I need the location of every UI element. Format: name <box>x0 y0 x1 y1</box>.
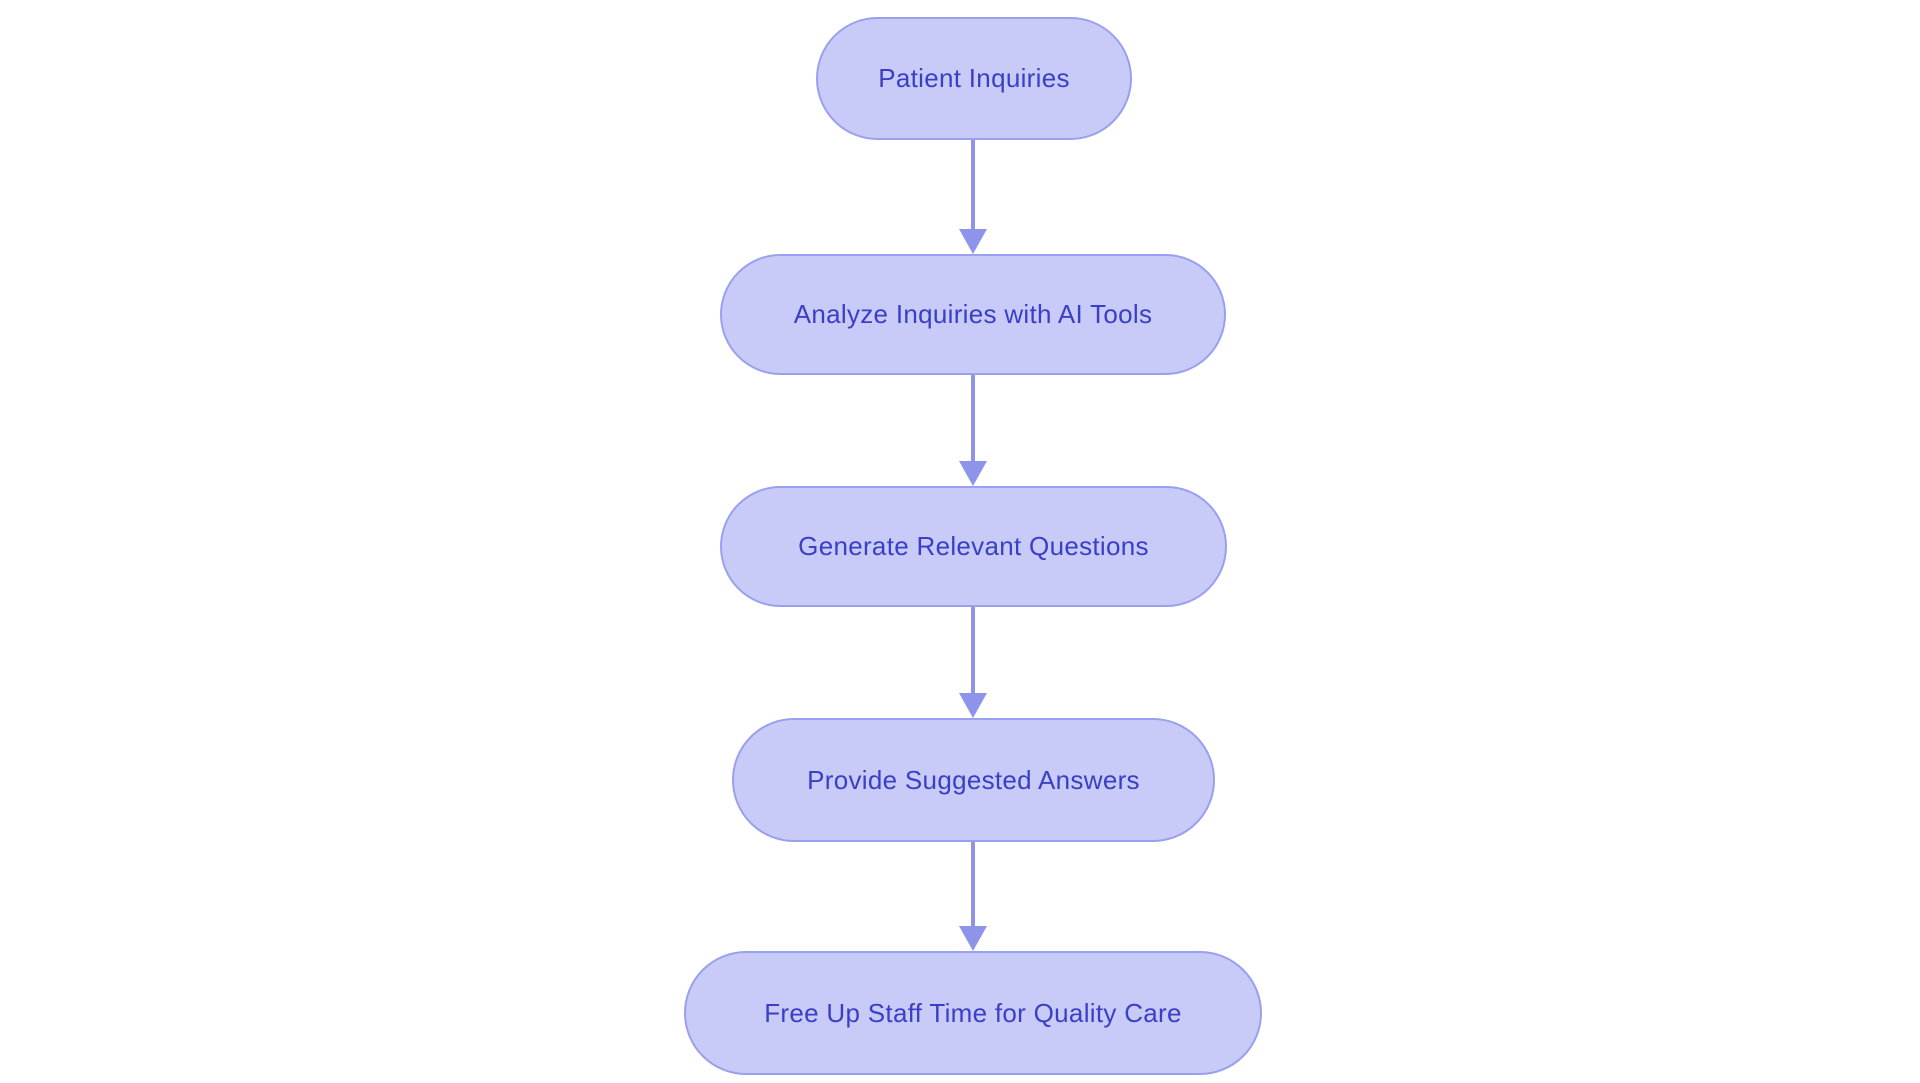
flow-node-provide-suggested-answers: Provide Suggested Answers <box>732 718 1215 842</box>
flow-node-generate-relevant-questions: Generate Relevant Questions <box>720 486 1227 607</box>
arrowhead-down <box>959 461 987 486</box>
flow-arrow-1 <box>959 140 987 254</box>
flow-arrow-3 <box>959 607 987 718</box>
flow-arrow-4 <box>959 842 987 951</box>
flow-node-patient-inquiries: Patient Inquiries <box>816 17 1132 140</box>
arrowhead-down <box>959 926 987 951</box>
arrowhead-down <box>959 693 987 718</box>
flow-node-label: Free Up Staff Time for Quality Care <box>764 997 1182 1028</box>
flow-node-label: Generate Relevant Questions <box>798 531 1149 561</box>
flow-node-label: Patient Inquiries <box>878 63 1070 93</box>
arrow-line <box>971 607 975 693</box>
arrow-line <box>971 375 975 461</box>
flow-node-label: Analyze Inquiries with AI Tools <box>793 299 1153 329</box>
flow-node-analyze-inquiries-with-ai-tools: Analyze Inquiries with AI Tools <box>720 254 1226 375</box>
flow-node-label: Provide Suggested Answers <box>807 764 1140 795</box>
arrow-line <box>971 140 975 229</box>
arrow-line <box>971 842 975 926</box>
flow-arrow-2 <box>959 375 987 486</box>
arrowhead-down <box>959 229 987 254</box>
flow-node-free-up-staff-time-for-quality-care: Free Up Staff Time for Quality Care <box>684 951 1262 1075</box>
